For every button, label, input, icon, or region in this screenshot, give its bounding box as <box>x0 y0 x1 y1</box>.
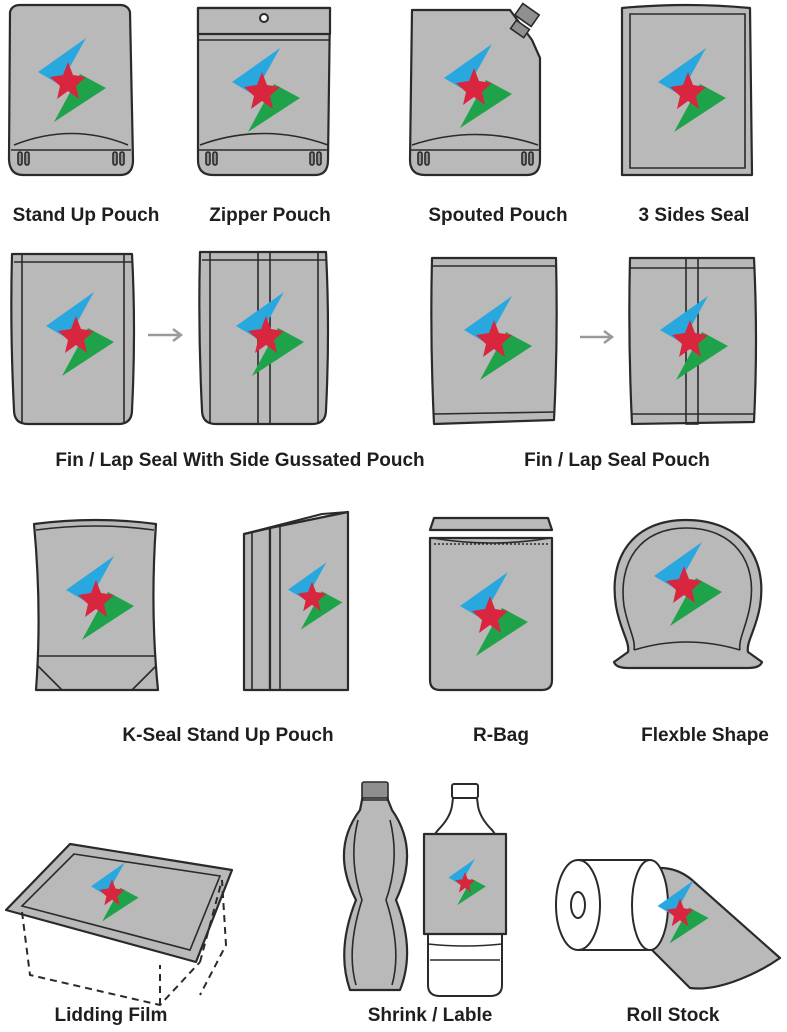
side-gusset-pouch-front-illustration <box>10 252 136 426</box>
label-spouted-pouch: Spouted Pouch <box>428 205 567 226</box>
label-k-seal: K-Seal Stand Up Pouch <box>122 725 333 746</box>
side-gusset-pouch-back-illustration <box>198 250 330 426</box>
label-roll-stock: Roll Stock <box>627 1005 720 1026</box>
arrow-icon <box>580 330 615 344</box>
label-zipper-pouch: Zipper Pouch <box>209 205 330 226</box>
label-lidding-film: Lidding Film <box>55 1005 168 1026</box>
label-r-bag: R-Bag <box>473 725 529 746</box>
roll-stock-illustration <box>555 859 782 990</box>
zipper-pouch-illustration <box>196 6 332 177</box>
stand-up-pouch-illustration <box>7 3 135 177</box>
block-bottom-bag-illustration <box>242 510 350 692</box>
r-bag-illustration <box>428 516 554 692</box>
k-seal-pouch-illustration <box>32 518 160 692</box>
labeled-bottle-illustration <box>422 783 508 997</box>
spouted-pouch-illustration <box>408 2 542 177</box>
fin-lap-pouch-back-illustration <box>628 256 758 426</box>
label-3-sides-seal: 3 Sides Seal <box>639 205 750 226</box>
label-fin-lap-side-gusset: Fin / Lap Seal With Side Gussated Pouch <box>55 450 424 471</box>
shrink-bottle-illustration <box>342 781 409 992</box>
label-shrink-label: Shrink / Lable <box>368 1005 493 1026</box>
fin-lap-pouch-front-illustration <box>430 256 558 426</box>
label-flexible-shape: Flexble Shape <box>641 725 769 746</box>
arrow-icon <box>148 328 184 342</box>
flexible-shape-illustration <box>612 518 764 670</box>
label-stand-up-pouch: Stand Up Pouch <box>13 205 160 226</box>
three-sides-seal-illustration <box>620 3 754 177</box>
label-fin-lap-pouch: Fin / Lap Seal Pouch <box>524 450 710 471</box>
lidding-film-illustration <box>4 842 234 1007</box>
